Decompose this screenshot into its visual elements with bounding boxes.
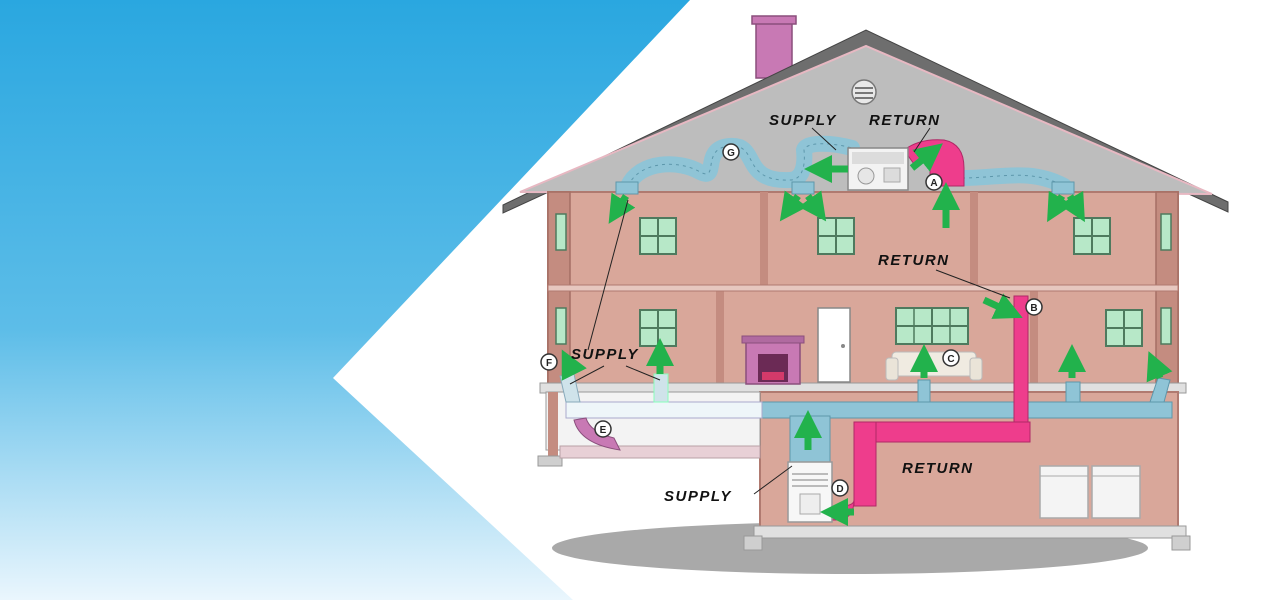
- window: [896, 308, 968, 344]
- main-supply-label: SUPPLY: [571, 346, 639, 363]
- marker-e: E: [595, 421, 611, 437]
- attic-return-label: RETURN: [869, 112, 941, 129]
- svg-text:C: C: [947, 354, 954, 365]
- window: [1106, 310, 1142, 346]
- svg-text:A: A: [930, 178, 937, 189]
- basement-return-label: RETURN: [902, 460, 974, 477]
- svg-text:D: D: [836, 484, 843, 495]
- window: [818, 218, 854, 254]
- svg-text:B: B: [1030, 303, 1037, 314]
- window: [1161, 214, 1171, 250]
- washer: [1040, 466, 1088, 518]
- interior-door: [818, 308, 850, 382]
- svg-text:G: G: [727, 148, 735, 159]
- window: [556, 214, 566, 250]
- marker-c: C: [943, 350, 959, 366]
- basement-supply-label: SUPPLY: [664, 488, 732, 505]
- sofa: [886, 352, 982, 380]
- attic-supply-label: SUPPLY: [769, 112, 837, 129]
- window: [556, 308, 566, 344]
- crawlspace-duct: [566, 402, 762, 418]
- marker-f: F: [541, 354, 557, 370]
- window: [1161, 308, 1171, 344]
- svg-text:E: E: [600, 425, 607, 436]
- fireplace: [742, 336, 804, 384]
- marker-d: D: [832, 480, 848, 496]
- window: [640, 310, 676, 346]
- marker-a: A: [926, 174, 942, 190]
- marker-b: B: [1026, 299, 1042, 315]
- dryer: [1092, 466, 1140, 518]
- marker-g: G: [723, 144, 739, 160]
- window: [640, 218, 676, 254]
- window: [1074, 218, 1110, 254]
- upper-return-label: RETURN: [878, 252, 950, 269]
- furnace: [788, 462, 832, 522]
- svg-text:F: F: [546, 358, 552, 369]
- air-handler-unit: [848, 148, 908, 190]
